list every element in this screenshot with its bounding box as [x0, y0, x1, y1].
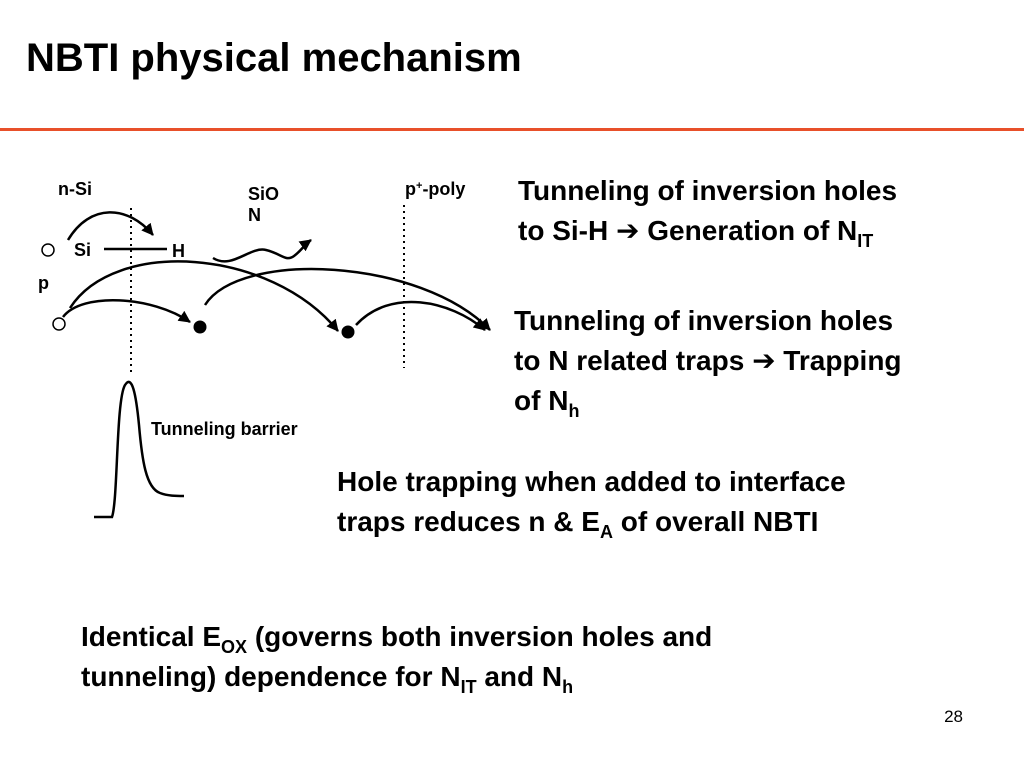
trap-dot-1 — [193, 320, 207, 334]
tunnel-arrow-to-trap-1 — [62, 298, 191, 324]
label-sion: SiO N — [248, 184, 279, 226]
bullet-nit-generation: Tunneling of inversion holes to Si-H ➔ G… — [518, 171, 897, 251]
label-p-plus-poly: p+-poly — [405, 180, 465, 198]
label-ppoly-sup: + — [416, 180, 423, 192]
slide-title: NBTI physical mechanism — [26, 36, 522, 80]
bullet-2-line-1: Tunneling of inversion holes — [514, 305, 894, 336]
bullet-nh-trapping: Tunneling of inversion holes to N relate… — [514, 301, 902, 421]
bullet-hole-trapping: Hole trapping when added to interface tr… — [337, 462, 846, 542]
bullet-3-line-1: Hole trapping when added to interface — [337, 466, 846, 497]
released-h-wave — [212, 238, 312, 263]
right-arrow-icon: ➔ — [616, 215, 640, 246]
tunnel-arrow-trap-2-to-poly — [355, 300, 486, 331]
trap-dot-2 — [341, 325, 355, 339]
bullet-4-line-2: tunneling) dependence for NIT and Nh — [81, 661, 574, 697]
label-n-si: n-Si — [58, 179, 92, 199]
bullet-4-line-1: Identical EOX (governs both inversion ho… — [81, 621, 713, 657]
page-number: 28 — [944, 707, 963, 726]
label-ppoly-base: p — [405, 179, 416, 199]
title-divider — [0, 128, 1024, 131]
label-ppoly-tail: -poly — [422, 179, 466, 199]
bullet-eox-dependence: Identical EOX (governs both inversion ho… — [81, 617, 712, 697]
label-tunneling-barrier: Tunneling barrier — [151, 419, 298, 439]
bullet-3-line-2: traps reduces n & EA of overall NBTI — [337, 506, 819, 542]
hole-circle-bottom — [52, 317, 66, 331]
bullet-1-line-2: to Si-H ➔ Generation of NIT — [518, 215, 874, 251]
right-arrow-icon: ➔ — [752, 345, 776, 376]
label-p: p — [38, 273, 49, 293]
label-h: H — [172, 241, 185, 261]
bullet-1-line-1: Tunneling of inversion holes — [518, 175, 898, 206]
hole-circle-top — [41, 243, 55, 257]
tunnel-arrow-to-poly — [203, 267, 491, 331]
bullet-2-line-3: of Nh — [514, 385, 580, 421]
tunnel-arrow-to-trap-2 — [68, 260, 339, 332]
tunnel-arrow-to-h — [66, 211, 154, 241]
tunneling-barrier-curve — [94, 380, 185, 519]
label-si: Si — [74, 240, 92, 260]
bullet-2-line-2: to N related traps ➔ Trapping — [514, 345, 902, 376]
label-sion-line1: SiO — [248, 184, 280, 204]
label-sion-line2: N — [248, 205, 261, 225]
